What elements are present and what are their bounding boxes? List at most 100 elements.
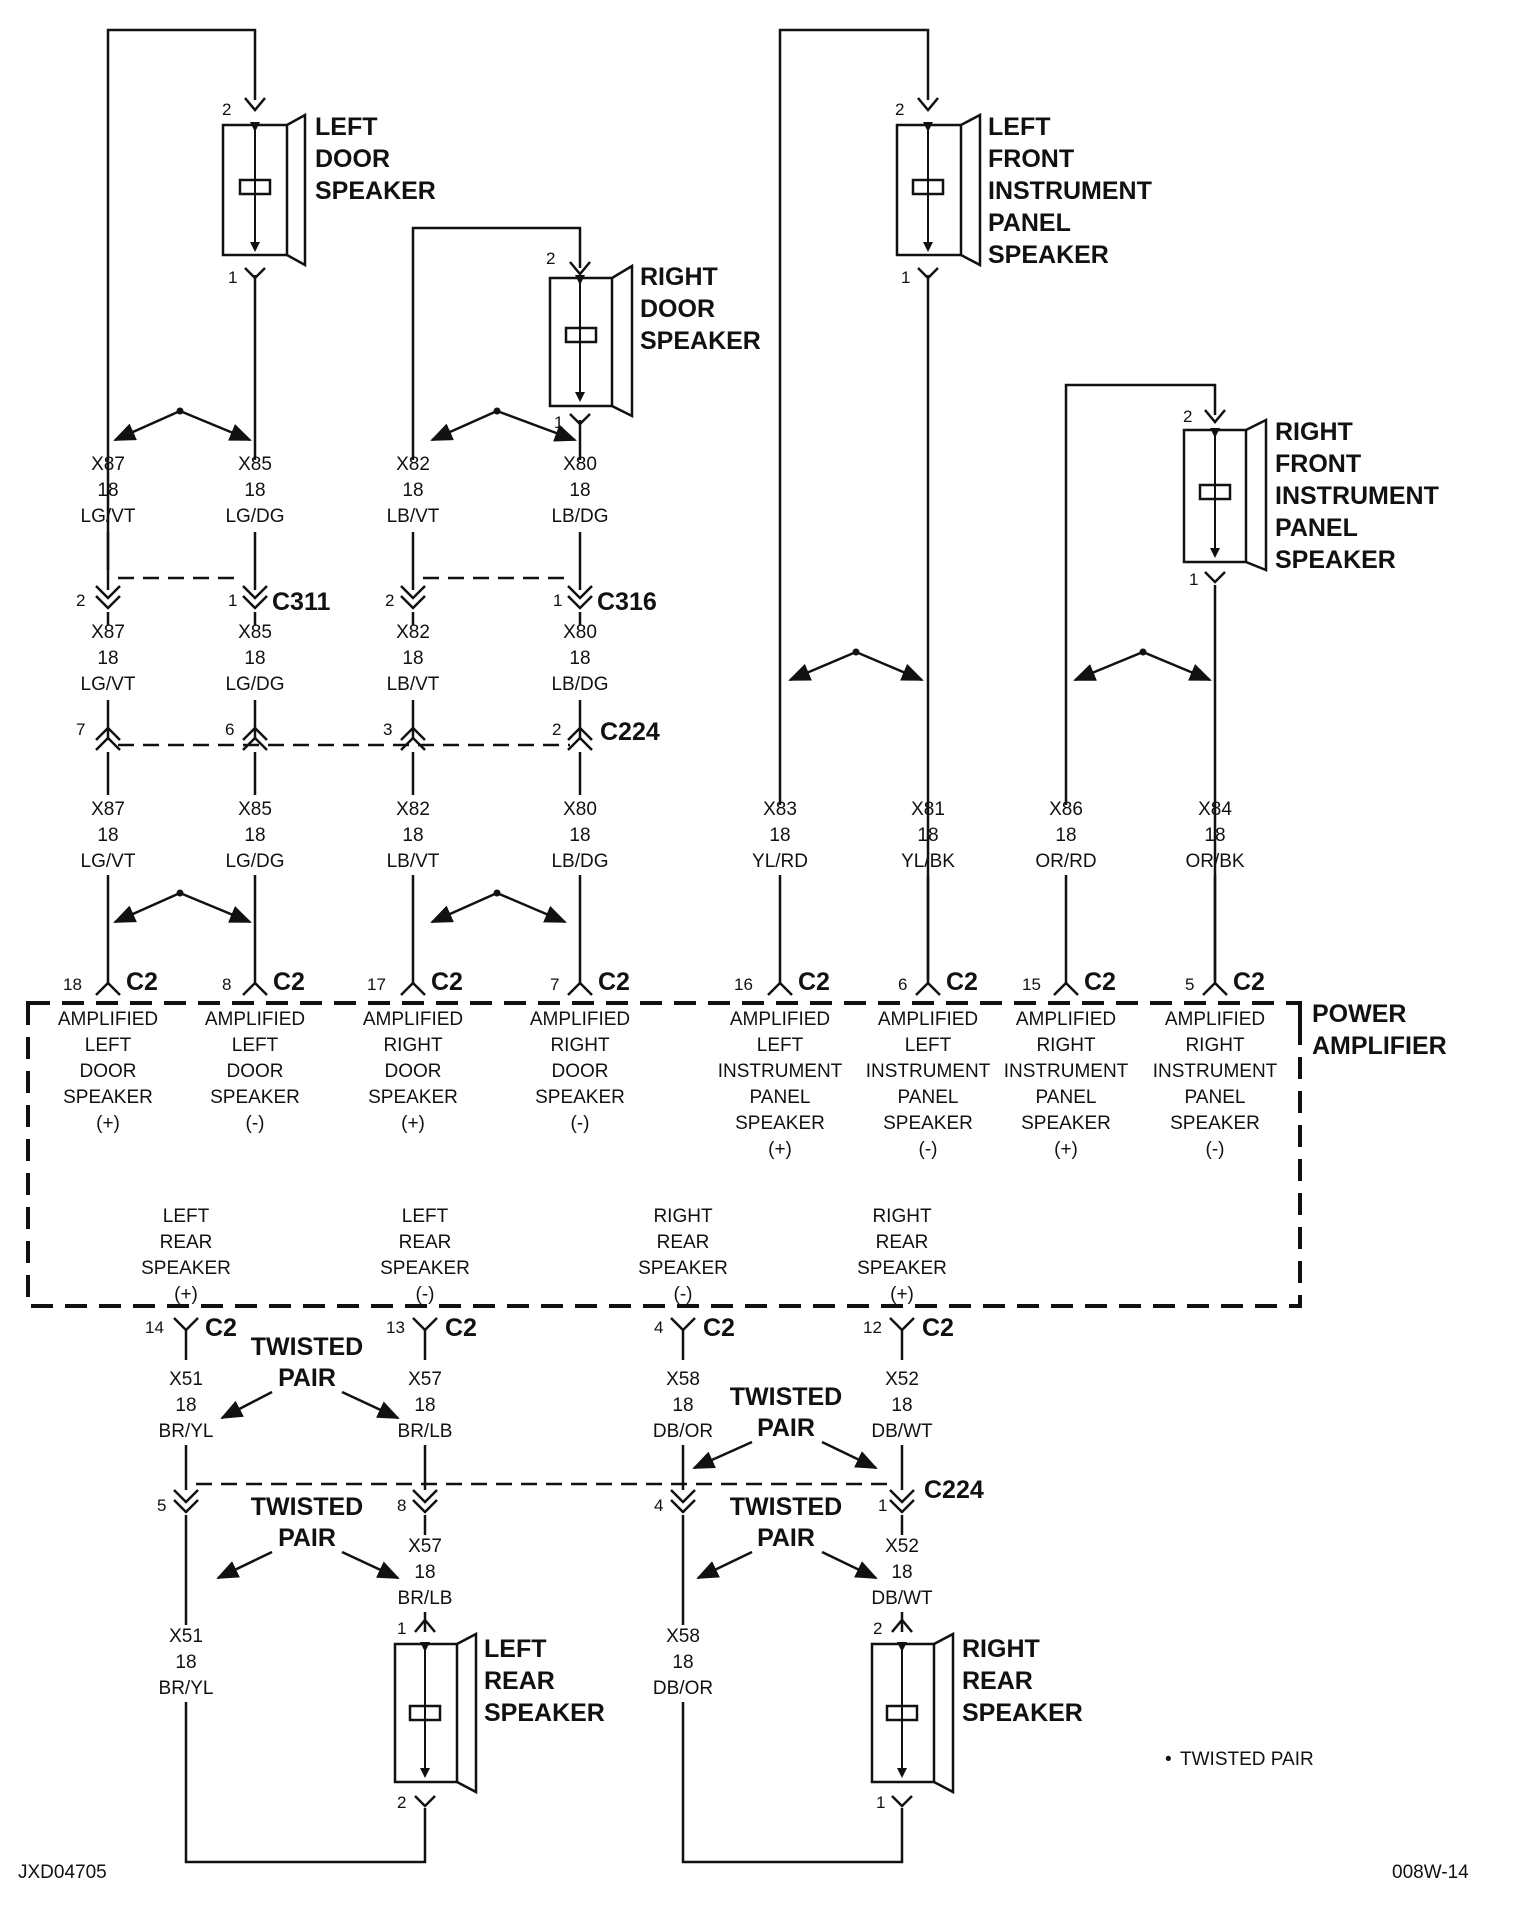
wire-x80-color: LB/DG [551, 851, 608, 872]
c2-pin: 5 [1185, 975, 1194, 994]
connector-c224-lower: 5 8 4 1 C224 [157, 1476, 984, 1515]
amp-label: PANEL [1036, 1087, 1097, 1108]
wire-x58-gauge: 18 [672, 1395, 693, 1416]
wire-x57-color: BR/LB [398, 1421, 453, 1442]
right-rear-speaker-label-3: SPEAKER [962, 1699, 1083, 1727]
amp-label: SPEAKER [380, 1258, 470, 1279]
amp-label: AMPLIFIED [363, 1009, 463, 1030]
c224-pin: 7 [76, 720, 85, 739]
wire-x85-gauge: 18 [244, 648, 265, 669]
amp-label: RIGHT [653, 1206, 713, 1227]
pin-label: 1 [1189, 570, 1198, 589]
amp-label: (+) [96, 1113, 120, 1134]
wire-x83-id: X83 [763, 799, 797, 820]
wire-x87-id: X87 [91, 454, 125, 475]
amp-label: (-) [1206, 1139, 1225, 1160]
amp-label: INSTRUMENT [1153, 1061, 1278, 1082]
left-front-ip-label-1: LEFT [988, 113, 1051, 141]
twisted-pair-label: TWISTED [730, 1383, 843, 1411]
amp-label: SPEAKER [210, 1087, 300, 1108]
power-amplifier-box [26, 1001, 1302, 1308]
right-rear-speaker-label-2: REAR [962, 1667, 1033, 1695]
amp-label: INSTRUMENT [866, 1061, 991, 1082]
amp-label: (+) [890, 1284, 914, 1305]
wire-x82-color: LB/VT [387, 506, 440, 527]
left-rear-speaker-label-1: LEFT [484, 1635, 547, 1663]
c224-pin: 8 [397, 1496, 406, 1515]
wire-labels-row2: X87 18 LG/VT X85 18 LG/DG X82 18 LB/VT X… [81, 622, 609, 695]
amp-label: AMPLIFIED [878, 1009, 978, 1030]
amp-label: RIGHT [1036, 1035, 1096, 1056]
wire-x84-id: X84 [1198, 799, 1232, 820]
amp-label: (+) [401, 1113, 425, 1134]
wire-x58-id: X58 [666, 1626, 700, 1647]
wire-x87-gauge: 18 [97, 480, 118, 501]
wire-x80-gauge: 18 [569, 825, 590, 846]
right-front-ip-speaker: 2 1 RIGHT FRONT INSTRUMENT PANEL SPEAKER [1182, 407, 1439, 589]
amp-label: SPEAKER [63, 1087, 153, 1108]
wire-x82-color: LB/VT [387, 851, 440, 872]
footer-right-code: 008W-14 [1392, 1862, 1469, 1883]
right-front-ip-label-5: SPEAKER [1275, 546, 1396, 574]
amp-label: LEFT [85, 1035, 132, 1056]
amp-label: AMPLIFIED [58, 1009, 158, 1030]
c2-label: C2 [703, 1314, 735, 1342]
c224-pin: 2 [552, 720, 561, 739]
left-front-ip-speaker: 2 1 LEFT FRONT INSTRUMENT PANEL SPEAKER [895, 97, 1152, 287]
connector-c2-top: 18 C2 8 C2 17 C2 7 C2 16 C2 6 C2 15 C2 5… [63, 968, 1265, 996]
wire-x81-id: X81 [911, 799, 945, 820]
c2-pin: 18 [63, 975, 82, 994]
wire-labels-rear-row1: X51 18 BR/YL X57 18 BR/LB X58 18 DB/OR X… [159, 1369, 933, 1442]
left-rear-speaker: 1 2 LEFT REAR SPEAKER [393, 1618, 605, 1812]
pin-label: 1 [901, 268, 910, 287]
right-rear-speaker-label-1: RIGHT [962, 1635, 1040, 1663]
wire-x82-upper [411, 226, 582, 460]
wire-x58-id: X58 [666, 1369, 700, 1390]
wire-x52-color: DB/WT [871, 1588, 933, 1609]
wire-x58-color: DB/OR [653, 1678, 713, 1699]
amp-label: RIGHT [1185, 1035, 1245, 1056]
right-door-speaker-label-1: RIGHT [640, 263, 718, 291]
wire-x58-color: DB/OR [653, 1421, 713, 1442]
connector-c316-label: C316 [597, 588, 657, 616]
pin-label: 2 [895, 100, 904, 119]
speaker-cone [611, 263, 634, 419]
amp-label: (+) [174, 1284, 198, 1305]
wire-x52-gauge: 18 [891, 1395, 912, 1416]
c224-pin: 5 [157, 1496, 166, 1515]
wire-labels-rear-row2: X57 18 BR/LB X52 18 DB/WT X51 18 BR/YL X… [159, 1536, 933, 1699]
amp-label: AMPLIFIED [730, 1009, 830, 1030]
wire-x82-id: X82 [396, 454, 430, 475]
speaker-cone [286, 112, 307, 268]
wire-x57-gauge: 18 [414, 1562, 435, 1583]
c311-pin: 1 [228, 591, 237, 610]
wire-x51-color: BR/YL [159, 1678, 214, 1699]
amp-label: DOOR [80, 1061, 137, 1082]
pin-label: 2 [397, 1793, 406, 1812]
pin-label: 1 [397, 1619, 406, 1638]
amp-label: AMPLIFIED [1016, 1009, 1116, 1030]
wire-x86-upper [1064, 383, 1217, 805]
amp-label: INSTRUMENT [1004, 1061, 1129, 1082]
c2-label: C2 [1233, 968, 1265, 996]
wire-x80-color: LB/DG [551, 674, 608, 695]
right-door-speaker-label-2: DOOR [640, 295, 715, 323]
wire-x87-id: X87 [91, 799, 125, 820]
amp-label: AMPLIFIED [530, 1009, 630, 1030]
wire-x81-gauge: 18 [917, 825, 938, 846]
c2-label: C2 [598, 968, 630, 996]
amp-label: RIGHT [383, 1035, 443, 1056]
wire-x51-id: X51 [169, 1626, 203, 1647]
right-front-ip-label-4: PANEL [1275, 514, 1358, 542]
twisted-pair-label: PAIR [278, 1364, 336, 1392]
wire-x82-gauge: 18 [402, 825, 423, 846]
amp-label: RIGHT [550, 1035, 610, 1056]
amp-output-labels-top: AMPLIFIED LEFT DOOR SPEAKER (+) AMPLIFIE… [58, 1009, 1278, 1160]
c2-label: C2 [946, 968, 978, 996]
amp-label: LEFT [905, 1035, 952, 1056]
wire-x82-id: X82 [396, 799, 430, 820]
wire-x85-id: X85 [238, 622, 272, 643]
wire-x85-gauge: 18 [244, 825, 265, 846]
right-front-ip-label-1: RIGHT [1275, 418, 1353, 446]
